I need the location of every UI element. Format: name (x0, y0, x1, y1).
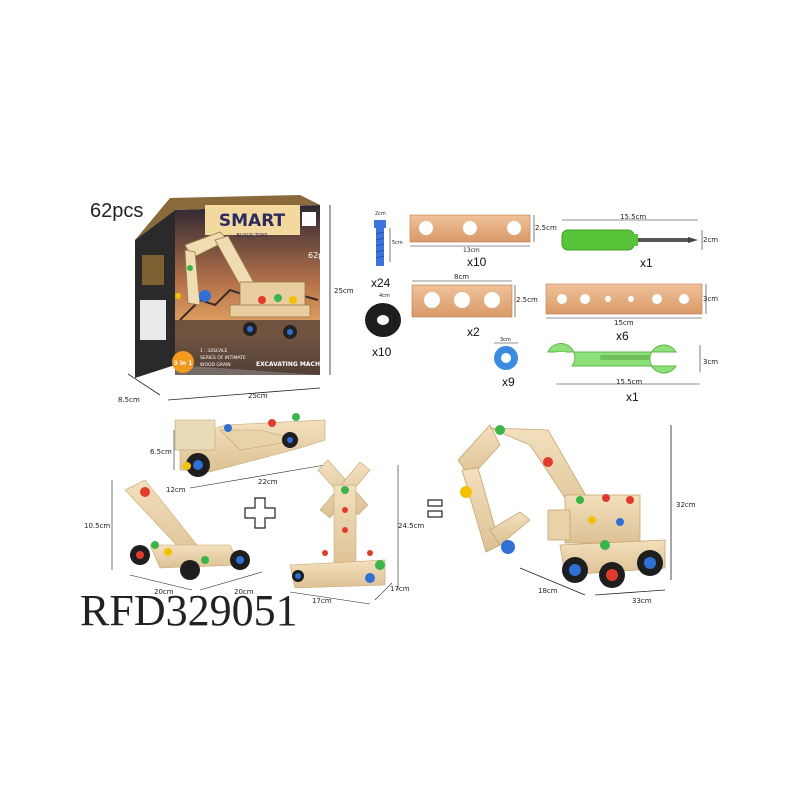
excavator-depth-label: 18cm (538, 587, 558, 595)
equals-symbol (427, 499, 443, 518)
plank-3-hole-length-label: 13cm (463, 247, 480, 254)
plank-3-hole-qty: x10 (467, 255, 487, 269)
wrench-length-label: 15.5cm (616, 378, 643, 386)
box-tagline: EXCAVATING MACHINERY (256, 361, 341, 368)
windmill-model (289, 459, 399, 605)
box-brand: SMART (219, 211, 286, 231)
screwdriver-length-label: 15.5cm (620, 213, 647, 221)
plank-block-length-label: 8cm (454, 273, 470, 281)
crane-width-label: 20cm (154, 588, 174, 596)
tire-part (365, 303, 401, 337)
nut-part (494, 342, 518, 370)
box-width-label: 25cm (248, 392, 268, 400)
plus-symbol (244, 497, 276, 529)
bolt-part (374, 220, 391, 266)
excavator-height-label: 32cm (676, 501, 696, 509)
crane-model (111, 479, 263, 591)
nut-diameter-label: 3cm (500, 337, 511, 343)
windmill-width-label: 17cm (312, 597, 332, 605)
pieces-count-label: 62pcs (90, 200, 144, 222)
bolt-qty: x24 (371, 276, 391, 290)
bolt-width-label: 2cm (375, 211, 386, 217)
crane-height-label: 10.5cm (84, 522, 111, 530)
plank-3-hole-part (409, 214, 535, 247)
excavator-model (457, 424, 672, 596)
box-mode: 3 in 1 (174, 360, 193, 367)
car-depth-label: 12cm (166, 486, 186, 494)
box-depth-label: 8.5cm (118, 396, 140, 404)
plank-6-hole-width-label: 3cm (703, 295, 719, 303)
box-scale: 1 : 32SCALE (200, 348, 228, 354)
car-width-label: 22cm (258, 478, 278, 486)
plank-block-qty: x2 (467, 325, 480, 339)
plank-3-hole-width-label: 2.5cm (535, 224, 557, 232)
plank-6-hole-qty: x6 (616, 329, 629, 343)
plank-6-hole-length-label: 15cm (614, 319, 634, 327)
box-line2: WOOD GRAIN (200, 362, 231, 368)
box-brand-sub: BLOCK TOYS (236, 233, 267, 239)
plank-block-part (411, 280, 516, 318)
wrench-width-label: 3cm (703, 358, 719, 366)
windmill-depth-label: 17cm (390, 585, 410, 593)
product-box: SMART BLOCK TOYS 62pcs 3 in 1 1 : 32SCAL… (127, 195, 341, 401)
excavator-width-label: 33cm (632, 597, 652, 605)
screwdriver-width-label: 2cm (703, 236, 719, 244)
nut-qty: x9 (502, 375, 515, 389)
car-model (173, 413, 326, 489)
box-height-label: 25cm (334, 287, 354, 295)
wrench-qty: x1 (626, 390, 639, 404)
plank-block-width-label: 2.5cm (516, 296, 538, 304)
box-count: 62pcs (308, 251, 332, 260)
plank-6-hole-part (545, 283, 707, 319)
car-height-label: 6.5cm (150, 448, 172, 456)
bolt-length-label: 5cm (392, 240, 403, 246)
tire-qty: x10 (372, 345, 392, 359)
screwdriver-part (561, 219, 703, 251)
product-code: RFD329051 (80, 586, 298, 635)
box-line1: SERIES OF INTIMATE (200, 355, 246, 361)
tire-diameter-label: 4cm (379, 293, 390, 299)
wrench-part (547, 343, 701, 385)
screwdriver-qty: x1 (640, 256, 653, 270)
windmill-height-label: 24.5cm (398, 522, 425, 530)
crane-depth-label: 20cm (234, 588, 254, 596)
